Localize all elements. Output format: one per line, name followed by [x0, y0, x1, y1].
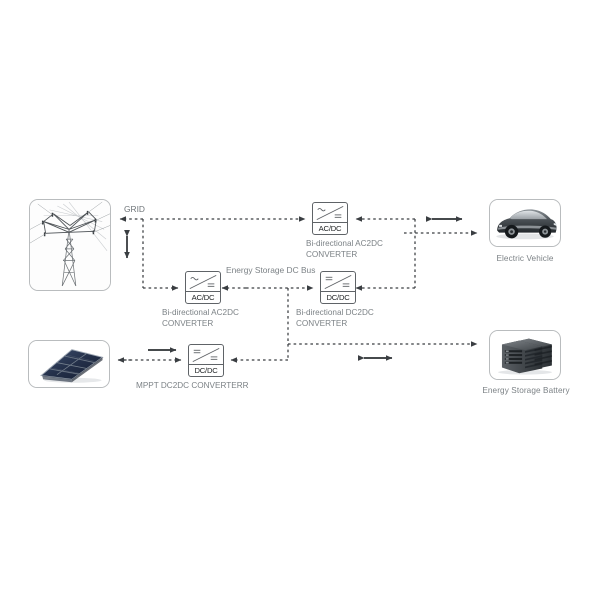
converter-divider — [186, 291, 220, 292]
ac-dc-symbol — [186, 272, 220, 292]
converter-divider — [313, 222, 347, 223]
converter-battery-dcdc[interactable]: DC/DC — [320, 271, 356, 304]
converter-divider — [189, 364, 223, 365]
converter-caption-line2: CONVERTER — [306, 250, 358, 259]
converter-type-label: DC/DC — [326, 293, 350, 302]
converter-caption-line2: CONVERTER — [296, 319, 348, 328]
converter-caption-line2: CONVERTER — [162, 319, 214, 328]
converter-ev-acdc[interactable]: AC/DC — [312, 202, 348, 235]
electric-vehicle-image — [489, 199, 561, 247]
energy-storage-battery-image — [489, 330, 561, 380]
converter-divider — [321, 291, 355, 292]
converter-mppt-dcdc-caption: MPPT DC2DC CONVERTERR — [136, 380, 249, 391]
dc-bus-label: Energy Storage DC Bus — [224, 265, 318, 276]
grid-label: GRID — [122, 204, 147, 215]
dc-dc-symbol — [189, 345, 223, 365]
converter-ev-acdc-caption: Bi-directional AC2DC CONVERTER — [306, 238, 383, 260]
converter-caption-line1: Bi-directional AC2DC — [162, 308, 239, 317]
converter-type-label: AC/DC — [191, 293, 215, 302]
converter-caption-line1: Bi-directional AC2DC — [306, 239, 383, 248]
electric-vehicle-caption: Electric Vehicle — [496, 254, 554, 263]
converter-caption-line1: Bi-directional DC2DC — [296, 308, 374, 317]
ac-dc-symbol — [313, 203, 347, 223]
converter-battery-dcdc-caption: Bi-directional DC2DC CONVERTER — [296, 307, 374, 329]
converter-caption-line1: MPPT DC2DC CONVERTERR — [136, 381, 249, 390]
grid-tower-image — [29, 199, 111, 291]
converter-mppt-dcdc[interactable]: DC/DC — [188, 344, 224, 377]
converter-type-label: AC/DC — [318, 224, 342, 233]
converter-grid-acdc[interactable]: AC/DC — [185, 271, 221, 304]
converter-grid-acdc-caption: Bi-directional AC2DC CONVERTER — [162, 307, 239, 329]
energy-storage-battery-caption: Energy Storage Battery — [482, 386, 570, 395]
solar-array-image — [28, 340, 110, 388]
converter-type-label: DC/DC — [194, 366, 218, 375]
dc-dc-symbol — [321, 272, 355, 292]
